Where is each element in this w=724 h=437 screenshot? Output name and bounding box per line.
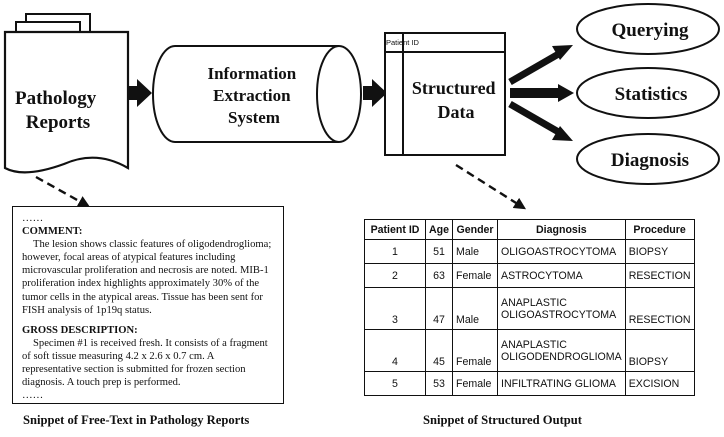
- comment-line-2: however, focal areas of atypical feature…: [22, 252, 236, 264]
- cell-procedure: BIOPSY: [624, 329, 695, 372]
- diagnosis-line: ANAPLASTIC: [501, 338, 567, 351]
- arrow-reports-to-ies: [128, 79, 152, 107]
- diagnosis-line: OLIGOASTROCYTOMA: [501, 308, 617, 321]
- statistics-node: Statistics: [576, 67, 720, 119]
- cell-procedure: EXCISION: [624, 371, 695, 396]
- arrow-ies-to-structured: [363, 79, 387, 107]
- querying-label: Querying: [611, 20, 689, 41]
- col-header-procedure: Procedure: [624, 219, 695, 240]
- information-extraction-system-node: Information Extraction System: [152, 45, 362, 143]
- cell-age: 45: [424, 329, 454, 372]
- cell-diagnosis: ASTROCYTOMA: [497, 263, 626, 288]
- comment-line-5: tumor cells in the atypical areas. Tissu…: [22, 291, 263, 303]
- cell-procedure: BIOPSY: [624, 239, 695, 264]
- pathology-reports-line-1: Pathology: [15, 88, 97, 109]
- cell-procedure: RESECTION: [624, 287, 695, 330]
- table-row: 5 53 Female INFILTRATING GLIOMA EXCISION: [364, 371, 695, 396]
- gross-line-2: of soft tissue measuring 4.2 x 2.6 x 0.7…: [22, 350, 215, 362]
- cell-patient-id: 2: [364, 263, 426, 288]
- ellipsis-top: ……: [22, 213, 44, 224]
- cell-gender: Female: [452, 371, 499, 396]
- fanout-arrows: [508, 45, 574, 141]
- table-row: 2 63 Female ASTROCYTOMA RESECTION: [364, 263, 695, 288]
- cell-gender: Male: [452, 287, 499, 330]
- col-header-patient-id: Patient ID: [364, 219, 426, 240]
- gross-line-4: diagnosis. A touch prep is performed.: [22, 377, 181, 389]
- comment-line-3: microvascular proliferation and necrosis…: [22, 265, 269, 277]
- comment-line-6: FISH analysis of 1p19q status.: [22, 304, 152, 316]
- cell-age: 53: [424, 371, 454, 396]
- ies-line-3: System: [228, 108, 280, 127]
- table-row: 1 51 Male OLIGOASTROCYTOMA BIOPSY: [364, 239, 695, 264]
- cell-patient-id: 5: [364, 371, 426, 396]
- ies-line-1: Information: [207, 64, 296, 83]
- col-header-diagnosis: Diagnosis: [497, 219, 626, 240]
- cell-gender: Male: [452, 239, 499, 264]
- gross-line-1: Specimen #1 is received fresh. It consis…: [33, 337, 268, 349]
- dashed-arrow-structured: [455, 163, 527, 210]
- diagnosis-line: ANAPLASTIC: [501, 296, 567, 309]
- cell-gender: Female: [452, 263, 499, 288]
- gross-line-3: representative section is submitted for …: [22, 364, 246, 376]
- gross-heading: GROSS DESCRIPTION:: [22, 324, 138, 336]
- cell-age: 47: [424, 287, 454, 330]
- ellipsis-bottom: ……: [22, 390, 44, 402]
- structured-output-caption: Snippet of Structured Output: [423, 413, 582, 427]
- ies-line-2: Extraction: [213, 86, 291, 105]
- structured-output-table: Patient ID Age Gender Diagnosis Procedur…: [364, 219, 695, 396]
- svg-text:Structured Data: Structured Data: [412, 78, 500, 122]
- structured-data-line-1: Structured: [412, 78, 496, 98]
- cell-patient-id: 3: [364, 287, 426, 330]
- cell-patient-id: 1: [364, 239, 426, 264]
- structured-data-node: Patient ID Structured Data: [384, 32, 506, 156]
- col-header-age: Age: [424, 219, 454, 240]
- comment-line-1: The lesion shows classic features of oli…: [33, 239, 272, 251]
- cell-age: 51: [424, 239, 454, 264]
- pathology-reports-node: Pathology Reports: [3, 13, 130, 174]
- svg-text:Pathology Reports: Pathology Reports: [15, 88, 101, 133]
- free-text-caption: Snippet of Free-Text in Pathology Report…: [23, 413, 250, 427]
- cell-procedure: RESECTION: [624, 263, 695, 288]
- diagnosis-label: Diagnosis: [611, 150, 689, 171]
- querying-node: Querying: [576, 3, 720, 55]
- patient-id-stub: Patient ID: [386, 38, 420, 47]
- cell-gender: Female: [452, 329, 499, 372]
- comment-line-4: proliferation index highlights approxima…: [22, 278, 260, 290]
- dashed-arrow-free-text: [35, 175, 91, 208]
- table-header-row: Patient ID Age Gender Diagnosis Procedur…: [364, 219, 695, 240]
- free-text-snippet: …… COMMENT: The lesion shows classic fea…: [12, 206, 284, 404]
- cell-diagnosis: INFILTRATING GLIOMA: [497, 371, 626, 396]
- statistics-label: Statistics: [615, 84, 688, 105]
- diagnosis-line: OLIGODENDROGLIOMA: [501, 350, 622, 363]
- pathology-reports-line-2: Reports: [26, 112, 90, 133]
- structured-data-line-2: Data: [438, 102, 475, 122]
- cell-patient-id: 4: [364, 329, 426, 372]
- svg-text:Information Extraction: Information Extraction System: [207, 64, 300, 127]
- diagnosis-node: Diagnosis: [576, 133, 720, 185]
- col-header-gender: Gender: [452, 219, 499, 240]
- cell-age: 63: [424, 263, 454, 288]
- cell-diagnosis: OLIGOASTROCYTOMA: [497, 239, 626, 264]
- comment-heading: COMMENT:: [22, 226, 83, 238]
